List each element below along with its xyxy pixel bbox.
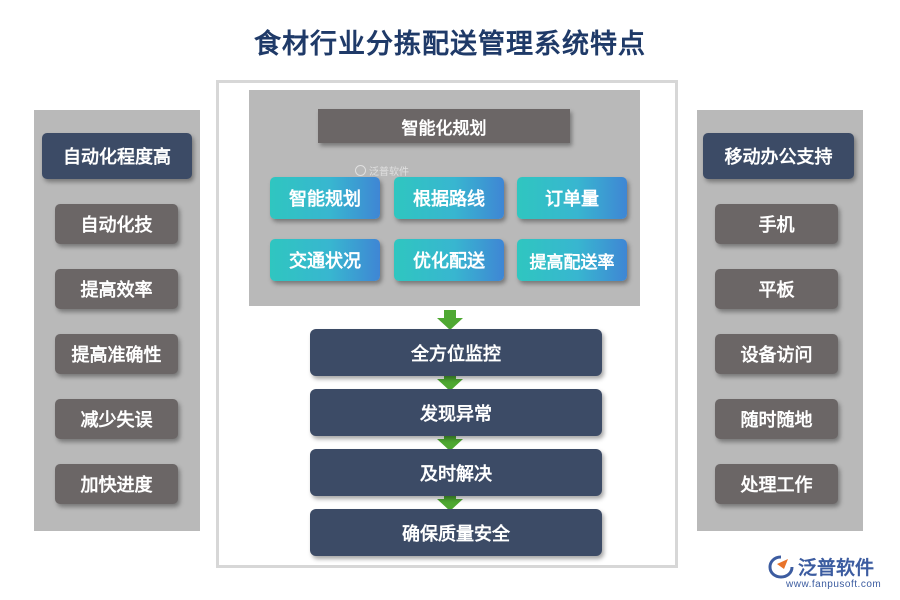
watermark-logo-icon (355, 165, 366, 176)
right-panel (697, 110, 863, 531)
down-arrow-icon (437, 310, 463, 330)
planning-item: 根据路线 (394, 177, 504, 219)
left-item: 提高效率 (55, 269, 178, 309)
page-title: 食材行业分拣配送管理系统特点 (254, 29, 646, 60)
left-item: 自动化技 (55, 204, 178, 244)
brand-logo: 泛普软件 (768, 553, 874, 580)
right-item: 设备访问 (715, 334, 838, 374)
left-item: 提高准确性 (55, 334, 178, 374)
brand-name: 泛普软件 (798, 557, 875, 579)
watermark: 泛普软件 (355, 163, 409, 178)
right-item: 处理工作 (715, 464, 838, 504)
planning-item: 优化配送 (394, 239, 504, 281)
right-item: 平板 (715, 269, 838, 309)
flow-step: 及时解决 (310, 449, 602, 496)
flow-step: 发现异常 (310, 389, 602, 436)
down-arrow-icon (437, 371, 463, 391)
flow-step: 确保质量安全 (310, 509, 602, 556)
flow-step: 全方位监控 (310, 329, 602, 376)
right-header: 移动办公支持 (703, 133, 854, 179)
brand-logo-icon (768, 555, 794, 579)
planning-item: 智能规划 (270, 177, 380, 219)
planning-item: 提高配送率 (517, 239, 627, 281)
brand-url: www.fanpusoft.com (786, 579, 882, 590)
planning-item: 订单量 (517, 177, 627, 219)
planning-header: 智能化规划 (318, 109, 570, 143)
left-item: 加快进度 (55, 464, 178, 504)
right-item: 手机 (715, 204, 838, 244)
down-arrow-icon (437, 431, 463, 451)
left-item: 减少失误 (55, 399, 178, 439)
left-panel (34, 110, 200, 531)
planning-item: 交通状况 (270, 239, 380, 281)
left-header: 自动化程度高 (42, 133, 192, 179)
down-arrow-icon (437, 491, 463, 511)
right-item: 随时随地 (715, 399, 838, 439)
